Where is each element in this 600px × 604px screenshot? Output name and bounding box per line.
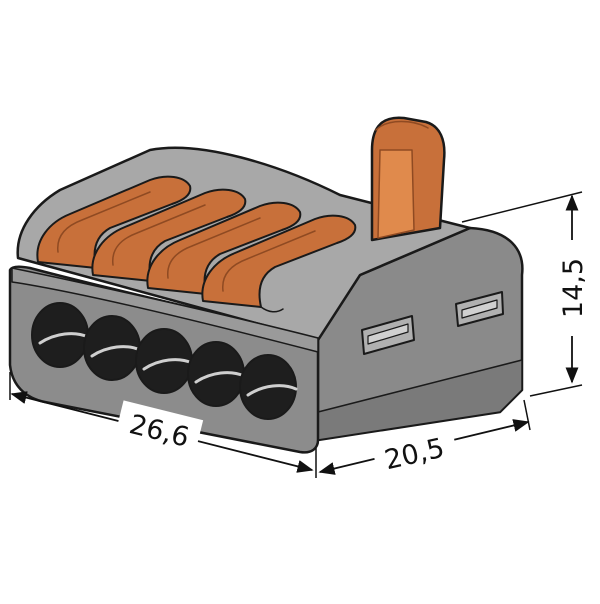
test-slot-right — [455, 291, 504, 327]
raised-lever-tip — [375, 120, 429, 131]
wire-entry-hole — [135, 328, 194, 394]
test-slot-left — [361, 315, 415, 355]
dimension-height: 14,5 — [461, 191, 594, 397]
wire-entry-holes — [31, 302, 298, 420]
wire-entry-hole — [31, 302, 90, 368]
dimension-height-label: 14,5 — [558, 258, 589, 318]
housing-front-ledge — [11, 267, 319, 353]
raised-lever-highlight — [377, 149, 415, 239]
wire-entry-hole — [239, 354, 298, 420]
wire-entry-hole — [83, 315, 142, 381]
clamp-lever — [201, 214, 357, 313]
raised-lever — [370, 116, 446, 242]
clamp-levers — [36, 175, 357, 313]
wago-lever-connector-illustration — [8, 116, 524, 454]
clamp-lever — [36, 175, 192, 274]
wire-entry-hole — [187, 341, 246, 407]
